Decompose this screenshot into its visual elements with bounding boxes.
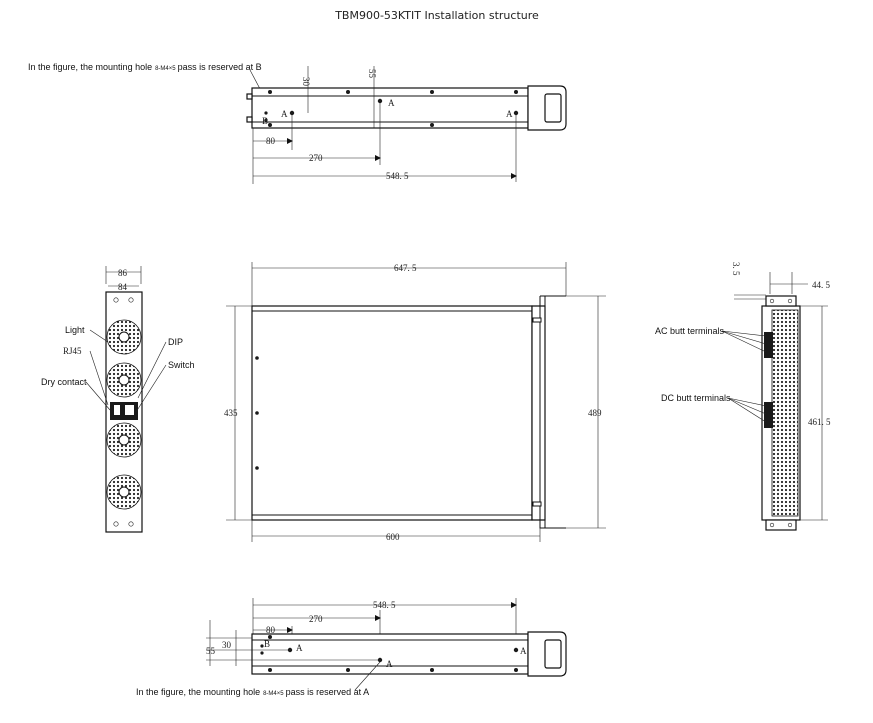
fan-icon — [106, 319, 142, 355]
svg-text:In the figure, the mounting ho: In the figure, the mounting hole8-M4×5pa… — [136, 687, 369, 697]
side-dim-647: 647. 5 — [394, 263, 417, 273]
bottom-view: 548. 5 270 80 B A A A 30 55 — [136, 598, 567, 697]
callout-dry-contact: Dry contact — [41, 377, 87, 387]
bottom-label-b1: B — [264, 639, 270, 649]
rear-dim-44-5: 44. 5 — [812, 280, 831, 290]
callout-dip: DIP — [168, 337, 183, 347]
front-view: 86 84 Light RJ45 Dry contact DIP — [41, 266, 195, 533]
callout-ac-terminals: AC butt terminals — [655, 326, 725, 336]
fan-icon — [106, 474, 142, 510]
fan-icon — [106, 362, 142, 398]
top-dim-270: 270 — [309, 153, 323, 163]
side-view: 647. 5 435 489 600 — [224, 262, 606, 542]
side-dim-489: 489 — [588, 408, 602, 418]
page-title: TBM900-53KTIT Installation structure — [334, 9, 539, 22]
top-dim-55: 55 — [367, 69, 377, 79]
rear-dim-461-5: 461. 5 — [808, 417, 831, 427]
front-dim-84: 84 — [118, 282, 128, 292]
bottom-dim-30: 30 — [222, 640, 232, 650]
top-dim-548: 548. 5 — [386, 171, 409, 181]
callout-light: Light — [65, 325, 85, 335]
bottom-note-small: 8-M4×5 — [263, 691, 284, 697]
side-view-chassis — [251, 305, 533, 521]
top-label-a1: A — [281, 109, 288, 119]
bottom-view-chassis — [251, 633, 529, 675]
rear-view: 3. 5 44. 5 461. 5 AC butt terminals DC b… — [655, 262, 831, 531]
top-dim-80: 80 — [266, 136, 276, 146]
top-label-b1: B — [262, 116, 268, 126]
top-note-prefix: In the figure, the mounting hole — [28, 62, 152, 72]
top-dim-30: 30 — [301, 77, 311, 87]
svg-text:In the figure, the mounting ho: In the figure, the mounting hole8-M4×5pa… — [28, 62, 262, 72]
rear-dim-3-5: 3. 5 — [731, 262, 741, 276]
front-dim-86: 86 — [118, 268, 128, 278]
callout-switch: Switch — [168, 360, 195, 370]
callout-rj45: RJ45 — [63, 346, 82, 356]
bottom-dim-548: 548. 5 — [373, 600, 396, 610]
top-label-a3: A — [506, 109, 513, 119]
bottom-dim-270: 270 — [309, 614, 323, 624]
bottom-label-a3: A — [520, 646, 527, 656]
bottom-dim-55: 55 — [206, 646, 216, 656]
top-label-a2: A — [388, 98, 395, 108]
bottom-dim-80: 80 — [266, 625, 276, 635]
bottom-note-suffix: pass is reserved at A — [286, 687, 370, 697]
side-dim-600: 600 — [386, 532, 400, 542]
bottom-note-prefix: In the figure, the mounting hole — [136, 687, 260, 697]
callout-dc-terminals: DC butt terminals — [661, 393, 731, 403]
bottom-label-a2: A — [386, 659, 393, 669]
fan-icon — [106, 422, 142, 458]
top-note-suffix: pass is reserved at B — [178, 62, 262, 72]
side-dim-435: 435 — [224, 408, 238, 418]
top-note-small: 8-M4×5 — [155, 66, 176, 72]
bottom-label-a1: A — [296, 643, 303, 653]
